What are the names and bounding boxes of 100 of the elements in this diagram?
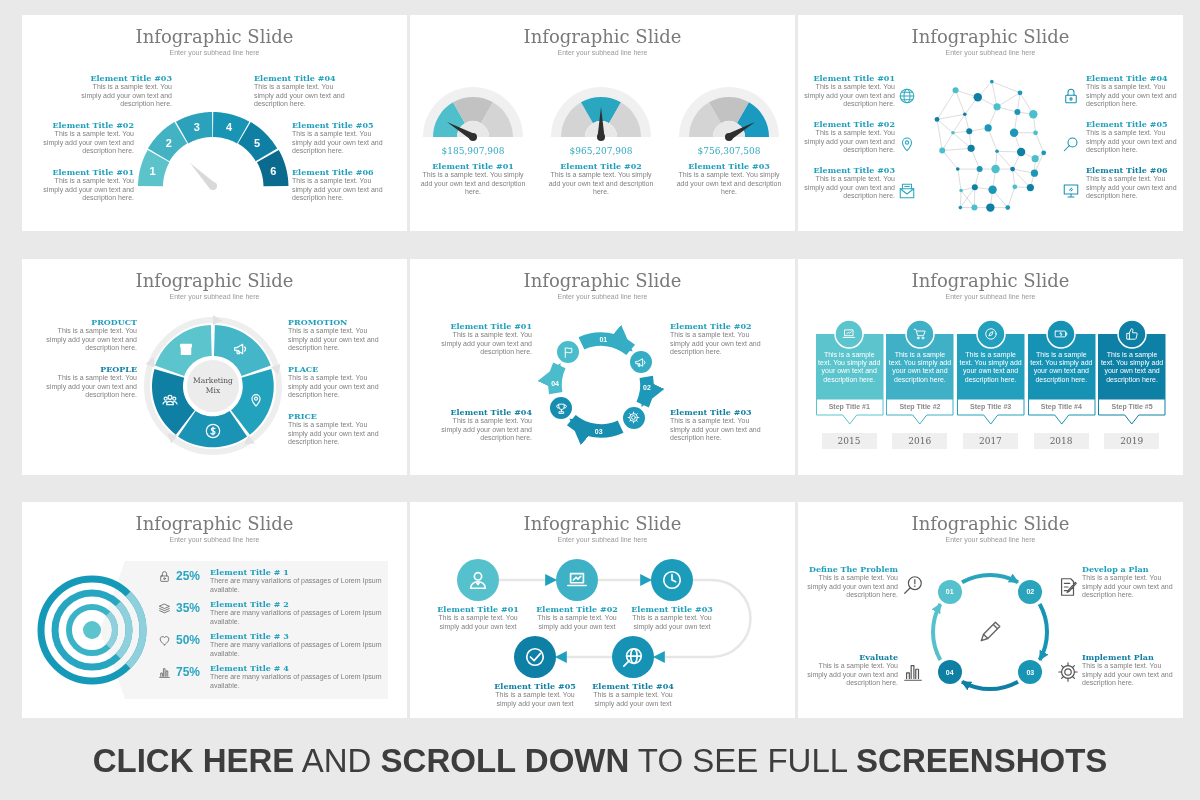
element-title: Element Title #03 [813,165,895,175]
element-title: Element Title # 3 [210,631,289,641]
step-card [886,319,954,425]
step-card [956,319,1025,425]
element-title: PEOPLE [100,364,137,374]
element-title: PROMOTION [288,317,348,327]
slide-panel [798,15,1183,231]
element-title: Element Title #05 [1086,119,1168,129]
arrow [652,578,752,663]
element-title: PRICE [288,411,317,421]
arrow [931,603,943,661]
icon-circle [556,559,598,601]
value-text: $185,907,908 [441,146,505,156]
element-title: PRODUCT [91,317,137,327]
element-title: Element Title # 1 [210,567,289,577]
year-tag: 2019 [1104,433,1160,449]
element-title: Element Title #01 [437,604,519,614]
slide-title: Infographic Slide [135,270,294,291]
arrow [961,573,1019,585]
slide-panel [22,15,407,231]
element-title: Element Title # 2 [210,599,289,609]
arrow [1037,603,1049,661]
icon-circle [620,404,647,431]
element-title: Element Title #02 [813,119,895,129]
year-tag: 2015 [821,433,877,449]
element-title: Element Title #04 [1086,73,1168,83]
icon-circle [548,395,575,421]
element-title: Element Title #06 [1086,165,1168,175]
slide-title: Infographic Slide [911,26,1070,47]
element-title: Element Title #03 [688,161,770,171]
element-title: Element Title #06 [292,167,374,177]
slide-panel [410,15,795,231]
slide-title: Infographic Slide [135,26,294,47]
element-title: Element Title #03 [670,407,752,417]
value-text: $756,307,508 [697,146,761,156]
step-card [1027,319,1096,425]
footer-text: CLICK HERE AND SCROLL DOWN TO SEE FULL SCREENSHOTS [92,742,1108,780]
icon-circle [555,339,582,366]
slide-title: Infographic Slide [135,513,294,534]
gauge-segment [256,150,288,187]
slide-panel [22,259,407,475]
element-title: Evaluate [859,652,898,662]
year-tag: 2018 [1033,433,1089,449]
segment-number: 3 [193,120,200,133]
arrow [636,376,664,408]
slide-panel [410,502,795,718]
element-title: Element Title #02 [560,161,642,171]
segment-number: 1 [149,164,156,177]
element-title: Element Title #01 [52,167,134,177]
element-title: Define The Problem [809,564,898,574]
icon-circle [651,559,693,601]
icon-circle [457,559,499,601]
slide-title: Infographic Slide [911,270,1070,291]
segment-number: 4 [226,120,233,133]
element-title: Implement Plan [1082,652,1154,662]
element-title: Element Title #04 [450,407,532,417]
year-tag: 2017 [962,433,1018,449]
icon-circle [514,636,556,678]
slide-title: Infographic Slide [911,513,1070,534]
element-title: Element Title #03 [90,73,172,83]
percentage-text: 25% [176,569,201,583]
slide-panel [22,502,407,718]
year-tag: 2016 [892,433,948,449]
element-title: Element Title #02 [670,321,752,331]
arrow [961,679,1019,691]
element-title: Element Title #03 [631,604,713,614]
element-title: Element Title # 4 [210,663,289,673]
slide-panel [410,259,795,475]
slide-panel [798,502,1183,718]
slide-title: Infographic Slide [523,513,682,534]
segment-number: 5 [254,136,261,149]
slide-title: Infographic Slide [523,26,682,47]
slide-title: Infographic Slide [523,270,682,291]
element-title: Develop a Plan [1082,564,1149,574]
gauge-segment [176,112,213,144]
arrow [554,651,612,663]
icon-circle [627,349,654,375]
arrow [499,574,558,586]
element-title: Element Title #05 [494,681,576,691]
gauge-segment [148,122,188,162]
step-card [1098,319,1166,425]
element-title: Element Title #02 [536,604,618,614]
percentage-text: 35% [176,601,201,615]
value-text: $965,207,908 [569,146,633,156]
step-card [815,319,883,425]
segment-number: 2 [165,136,172,149]
percentage-text: 75% [176,665,201,679]
element-title: Element Title #04 [592,681,674,691]
segment-number: 6 [270,164,277,177]
element-title: Element Title #01 [450,321,532,331]
element-title: Element Title #01 [813,73,895,83]
arrow [598,574,653,586]
slide-panel [798,259,1183,475]
percentage-text: 50% [176,633,201,647]
element-title: Element Title #01 [432,161,514,171]
element-title: Element Title #04 [254,73,336,83]
icon-circle [612,636,654,678]
gauge-segment [138,150,170,187]
gauge-segment [213,112,250,144]
gauge-segment [238,122,278,162]
